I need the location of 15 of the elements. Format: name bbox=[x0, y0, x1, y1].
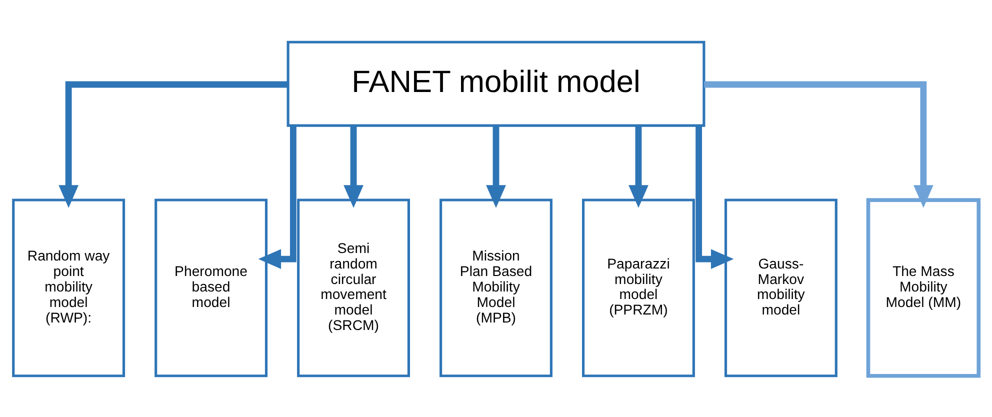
node-box: Random way point mobility model (RWP): bbox=[12, 198, 126, 377]
arrow bbox=[344, 125, 364, 208]
node-box: Pheromone based model bbox=[154, 198, 268, 377]
arrow bbox=[696, 125, 734, 269]
node-box: Gauss-Markov mobility model bbox=[724, 198, 838, 377]
node-box: The Mass Mobility Model (MM) bbox=[866, 198, 981, 378]
arrow bbox=[704, 80, 934, 208]
arrow bbox=[486, 125, 506, 208]
node-box: Semi random circular movement model (SRCM) bbox=[297, 198, 410, 377]
arrow bbox=[58, 80, 288, 208]
node-box: Mission Plan Based Mobility Model (MPB) bbox=[440, 198, 552, 377]
node-box: FANET mobilit model bbox=[286, 40, 706, 126]
arrow bbox=[628, 125, 648, 208]
arrow bbox=[258, 125, 296, 269]
node-box: Paparazzi mobility model (PPRZM) bbox=[582, 198, 695, 377]
